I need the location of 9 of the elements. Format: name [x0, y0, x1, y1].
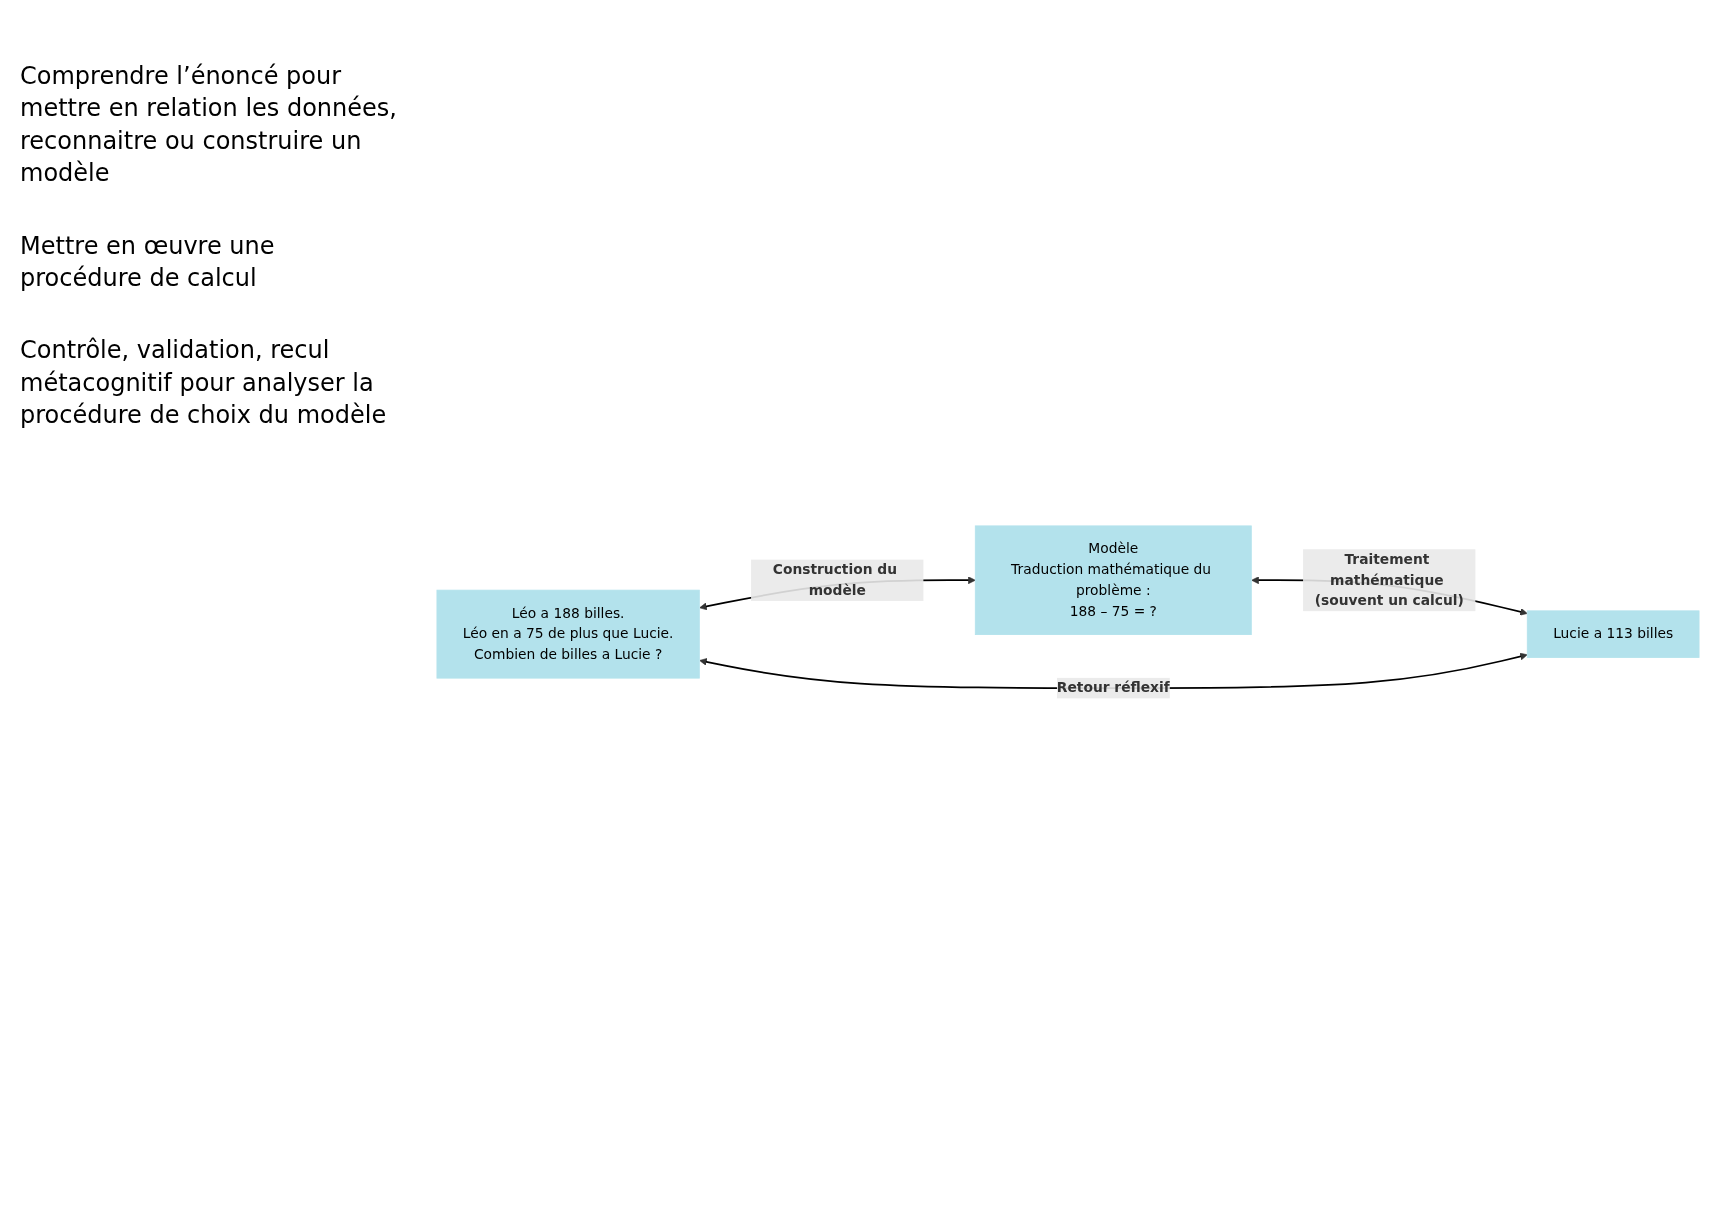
node-box: Léo a 188 billes. Léo en a 75 de plus que Lucie. Combien de billes a Lucie ? [436, 590, 700, 679]
edge-label: Retour réflexif [1056, 679, 1170, 697]
edge-label: Traitement mathématique (souvent un calcul) [1314, 551, 1464, 610]
edge-label: Construction du modèle [772, 561, 898, 599]
note-text: Contrôle, validation, recul métacognitif pour analyser la procédure de choix du modèle [20, 335, 388, 432]
node-box: Modèle Traduction mathématique du problème : 188 – 75 = ? [974, 525, 1252, 636]
node-box: Lucie a 113 billes [1526, 610, 1700, 659]
note-text: Comprendre l’énoncé pour mettre en relation les données, reconnaitre ou construire un modèle [20, 61, 398, 190]
note-text: Mettre en œuvre une procédure de calcul [20, 230, 276, 294]
